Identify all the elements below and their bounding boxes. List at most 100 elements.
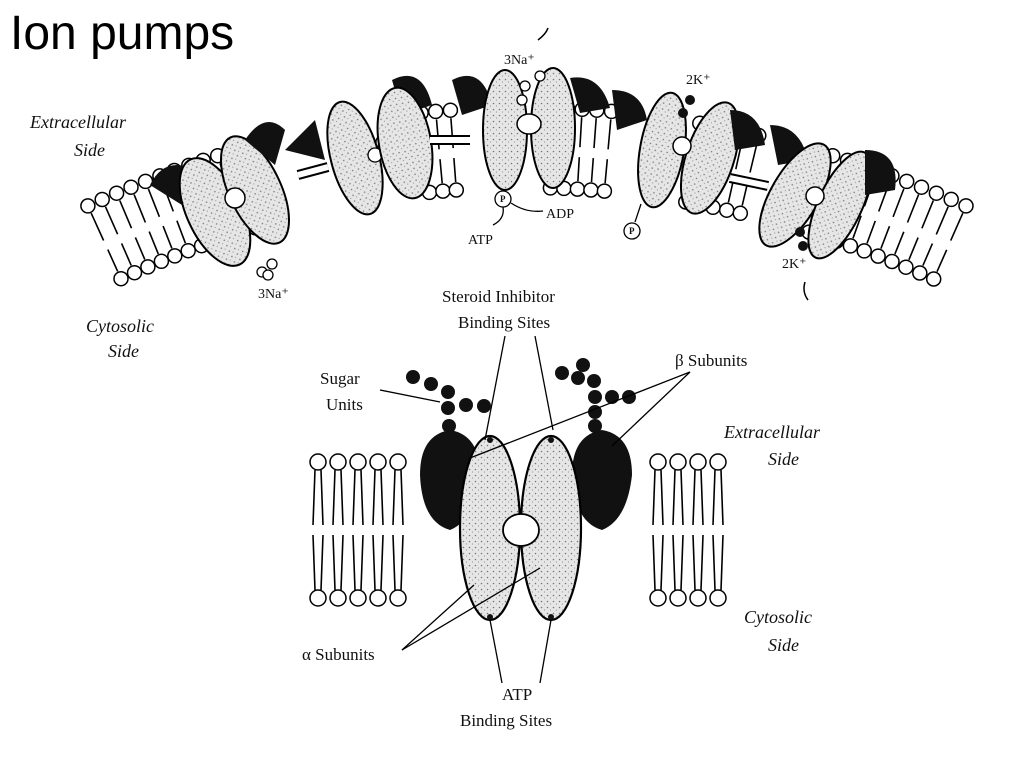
lipid-head xyxy=(898,259,914,275)
lipid-head xyxy=(689,589,707,607)
ion-channel-pore xyxy=(502,513,540,547)
lipid-tail xyxy=(360,469,364,526)
lipid-tail xyxy=(312,534,316,591)
na-ions-extracellular xyxy=(516,70,546,106)
lipid-tail xyxy=(712,469,716,526)
sugar-label-2: Units xyxy=(326,395,363,414)
lipid-tail xyxy=(700,469,704,526)
lipid-head xyxy=(349,589,367,607)
lipid-tail xyxy=(120,243,132,266)
lipid-tail xyxy=(312,469,316,526)
adp-arrow xyxy=(510,202,544,212)
lipid-tail xyxy=(680,469,684,526)
lipid-head xyxy=(718,202,735,218)
lipid-head xyxy=(123,179,139,195)
lipid-head xyxy=(113,270,129,287)
lipid-tail xyxy=(400,534,404,591)
atp-sites-label-1: ATP xyxy=(502,685,532,704)
lipid-tail xyxy=(749,143,758,173)
lipid-tail xyxy=(439,159,443,184)
lipid-tail xyxy=(692,534,696,591)
phosphate-1: P xyxy=(494,190,512,208)
lipid-tail xyxy=(392,469,396,526)
lipid-tail xyxy=(852,215,862,239)
top-cytosolic-label-1: Cytosolic xyxy=(86,316,154,336)
atp-label: ATP xyxy=(468,233,493,248)
lipid-tail xyxy=(320,534,324,591)
bottom-extracellular-label-2: Side xyxy=(768,449,799,469)
lipid-tail xyxy=(162,225,173,249)
lipid-head xyxy=(913,179,930,195)
na-out-label: 3Na⁺ xyxy=(504,53,535,68)
lipid-tail xyxy=(660,534,664,591)
na-out-arrow xyxy=(537,27,549,41)
lipid-head xyxy=(126,264,143,281)
lipid-tail xyxy=(148,231,160,255)
lipid-tail xyxy=(577,157,581,182)
bottom-membrane xyxy=(309,453,727,607)
lipid-tail xyxy=(133,194,147,223)
lipid-head xyxy=(870,248,886,264)
lipid-head xyxy=(389,453,407,471)
lipid-head xyxy=(389,589,407,607)
adp-label: ADP xyxy=(546,207,574,222)
top-pump-2 xyxy=(285,75,434,216)
lipid-tail xyxy=(340,534,344,591)
lipid-head xyxy=(329,589,347,607)
bottom-extracellular-label-1: Extracellular xyxy=(723,422,821,442)
lipid-tail xyxy=(712,534,716,591)
lipid-head xyxy=(732,205,749,222)
lipid-head xyxy=(583,182,599,198)
lipid-head xyxy=(442,102,459,118)
steroid-label-1: Steroid Inhibitor xyxy=(442,287,555,306)
beta-subunit-right xyxy=(572,430,632,530)
lipid-tail xyxy=(453,158,457,183)
lipid-tail xyxy=(134,237,146,260)
top-pump-3 xyxy=(430,67,610,191)
na-in-label: 3Na⁺ xyxy=(258,287,289,302)
lipid-tail xyxy=(579,117,583,148)
lipid-head xyxy=(842,238,859,254)
lipid-tail xyxy=(380,469,384,526)
steroid-label-2: Binding Sites xyxy=(458,313,550,332)
top-pump-5 xyxy=(728,125,896,260)
lipid-tail xyxy=(372,534,376,591)
lipid-tail xyxy=(922,243,934,266)
lipid-tail xyxy=(400,469,404,526)
lipid-tail xyxy=(720,534,724,591)
lipid-head xyxy=(80,198,96,214)
bottom-cytosolic-label-2: Side xyxy=(768,635,799,655)
leader-lines xyxy=(379,335,691,684)
lipid-head xyxy=(925,271,942,287)
svg-text:P: P xyxy=(629,226,635,236)
lipid-head xyxy=(709,453,727,471)
top-pump-1 xyxy=(150,122,291,267)
lipid-tail xyxy=(680,534,684,591)
lipid-head xyxy=(912,265,928,281)
lipid-head xyxy=(958,198,974,214)
sugar-label-1: Sugar xyxy=(320,369,360,388)
lipid-tail xyxy=(90,212,105,241)
lipid-tail xyxy=(340,469,344,526)
lipid-tail xyxy=(119,200,133,229)
lipid-head xyxy=(898,173,915,190)
lipid-head xyxy=(369,589,387,607)
lipid-tail xyxy=(332,534,336,591)
sugar-chain-left xyxy=(406,370,491,433)
lipid-tail xyxy=(604,159,609,184)
k-out-label: 2K⁺ xyxy=(686,73,711,88)
top-cytosolic-label-2: Side xyxy=(108,341,139,361)
lipid-tail xyxy=(894,231,905,255)
lipid-tail xyxy=(906,194,920,223)
lipid-head xyxy=(669,453,687,471)
lipid-tail xyxy=(380,534,384,591)
lipid-head xyxy=(649,589,667,607)
lipid-tail xyxy=(692,469,696,526)
k-in-label: 2K⁺ xyxy=(782,257,807,272)
lipid-tail xyxy=(652,469,656,526)
atp-arrow xyxy=(492,206,504,226)
lipid-tail xyxy=(360,534,364,591)
lipid-tail xyxy=(652,534,656,591)
slide-title: Ion pumps xyxy=(10,7,235,60)
